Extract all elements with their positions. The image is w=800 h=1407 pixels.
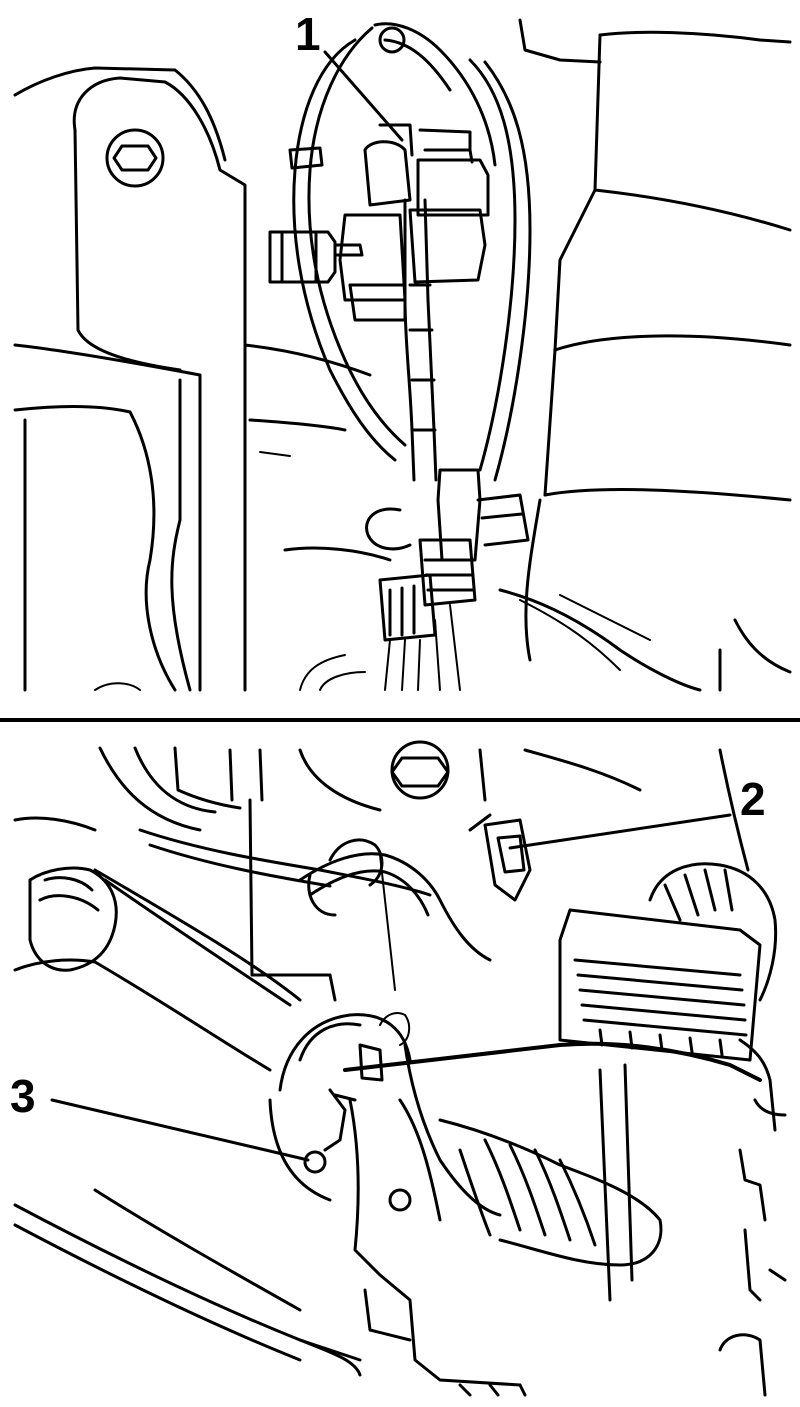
callout-2-leader <box>508 813 732 850</box>
callout-3-leader <box>50 1098 310 1162</box>
callout-1-label: 1 <box>295 8 321 60</box>
callout-3-label: 3 <box>10 1070 36 1122</box>
top-panel-illustration <box>13 18 792 692</box>
bottom-panel-illustration <box>13 740 787 1397</box>
panel-divider <box>0 718 800 722</box>
callout-2-label: 2 <box>740 773 766 825</box>
callout-1-leader <box>323 50 404 142</box>
